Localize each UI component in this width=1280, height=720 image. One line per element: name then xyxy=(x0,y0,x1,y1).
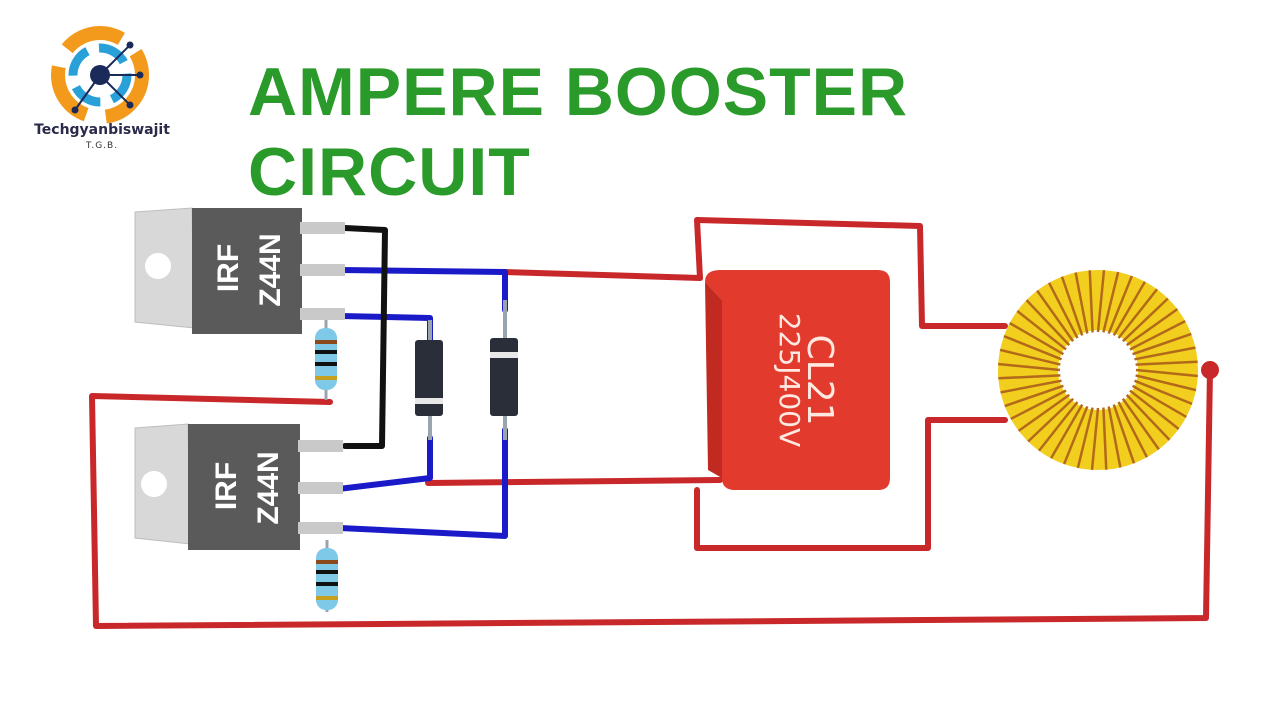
toroid-winding xyxy=(1131,384,1187,419)
toroid-winding xyxy=(1027,397,1074,443)
black-wire xyxy=(342,225,388,449)
toroid-winding xyxy=(1062,405,1089,465)
toroid-winding xyxy=(1088,270,1094,333)
toroid-winding xyxy=(1122,297,1169,343)
toroid-winding xyxy=(1135,360,1198,366)
toroid-winding xyxy=(1060,276,1084,336)
toroid-winding xyxy=(1016,310,1067,351)
toroid-winding xyxy=(1049,403,1084,459)
toroid-winding xyxy=(1047,282,1079,339)
toroid-winding xyxy=(1000,379,1062,394)
toroid-winding xyxy=(1117,401,1149,458)
resistor-top xyxy=(315,320,337,400)
toroid-winding xyxy=(998,374,1061,380)
toroid-winding xyxy=(1107,275,1134,335)
circuit-gear-logo-icon xyxy=(51,26,149,124)
toroid-winding xyxy=(1135,368,1198,378)
mosfet-bottom-label-2: Z44N xyxy=(252,451,285,524)
capacitor-label-1: CL21 xyxy=(799,334,840,425)
toroid-winding xyxy=(1135,374,1197,392)
toroid-winding xyxy=(1096,270,1106,333)
toroid-winding xyxy=(1112,281,1147,337)
toroid-winding xyxy=(1112,404,1136,464)
toroid-winding xyxy=(1134,346,1196,361)
toroid-winding xyxy=(1025,299,1071,346)
toroid-winding xyxy=(999,348,1061,366)
toroid-winding xyxy=(1074,272,1089,334)
mosfet-top: IRF Z44N xyxy=(134,207,345,334)
toroid-winding xyxy=(1036,289,1075,343)
capacitor: CL21 225J400V xyxy=(705,270,890,490)
brand-short: T.G.B. xyxy=(85,141,119,151)
toroid-inductor xyxy=(998,270,1198,470)
diode-1 xyxy=(415,320,443,440)
mosfet-top-label-1: IRF xyxy=(212,244,245,292)
toroid-winding xyxy=(1004,384,1064,408)
toroid-winding xyxy=(1003,334,1063,361)
toroid-winding xyxy=(1102,407,1108,470)
toroid-winding xyxy=(1076,407,1094,469)
capacitor-label-2: 225J400V xyxy=(773,313,806,447)
mosfet-bottom-label-1: IRF xyxy=(210,462,243,510)
junction-dot xyxy=(1201,361,1219,379)
toroid-winding xyxy=(1129,389,1180,430)
brand-name: Techgyanbiswajit xyxy=(34,122,170,138)
mosfet-bottom: IRF Z44N xyxy=(134,423,343,550)
toroid-winding xyxy=(1129,319,1186,351)
mosfet-top-label-2: Z44N xyxy=(254,233,287,306)
toroid-winding xyxy=(1102,271,1120,333)
red-wires xyxy=(89,217,1213,629)
toroid-winding xyxy=(1117,288,1158,339)
toroid-winding xyxy=(1125,394,1171,441)
page-title: AMPERE BOOSTER CIRCUIT xyxy=(248,54,909,210)
toroid-winding xyxy=(1009,321,1065,356)
toroid-winding xyxy=(1038,401,1079,452)
toroid-winding xyxy=(1010,389,1067,421)
toroid-winding xyxy=(1132,332,1192,356)
toroid-winding xyxy=(1017,393,1071,432)
diode-2 xyxy=(490,300,518,440)
toroid-winding xyxy=(1090,407,1100,470)
resistor-bottom xyxy=(316,540,338,612)
toroid-winding xyxy=(1125,308,1179,347)
toroid-winding xyxy=(1107,406,1122,468)
toroid-winding xyxy=(1133,379,1193,406)
toroid-winding xyxy=(998,362,1061,372)
toroid-winding xyxy=(1121,397,1160,451)
